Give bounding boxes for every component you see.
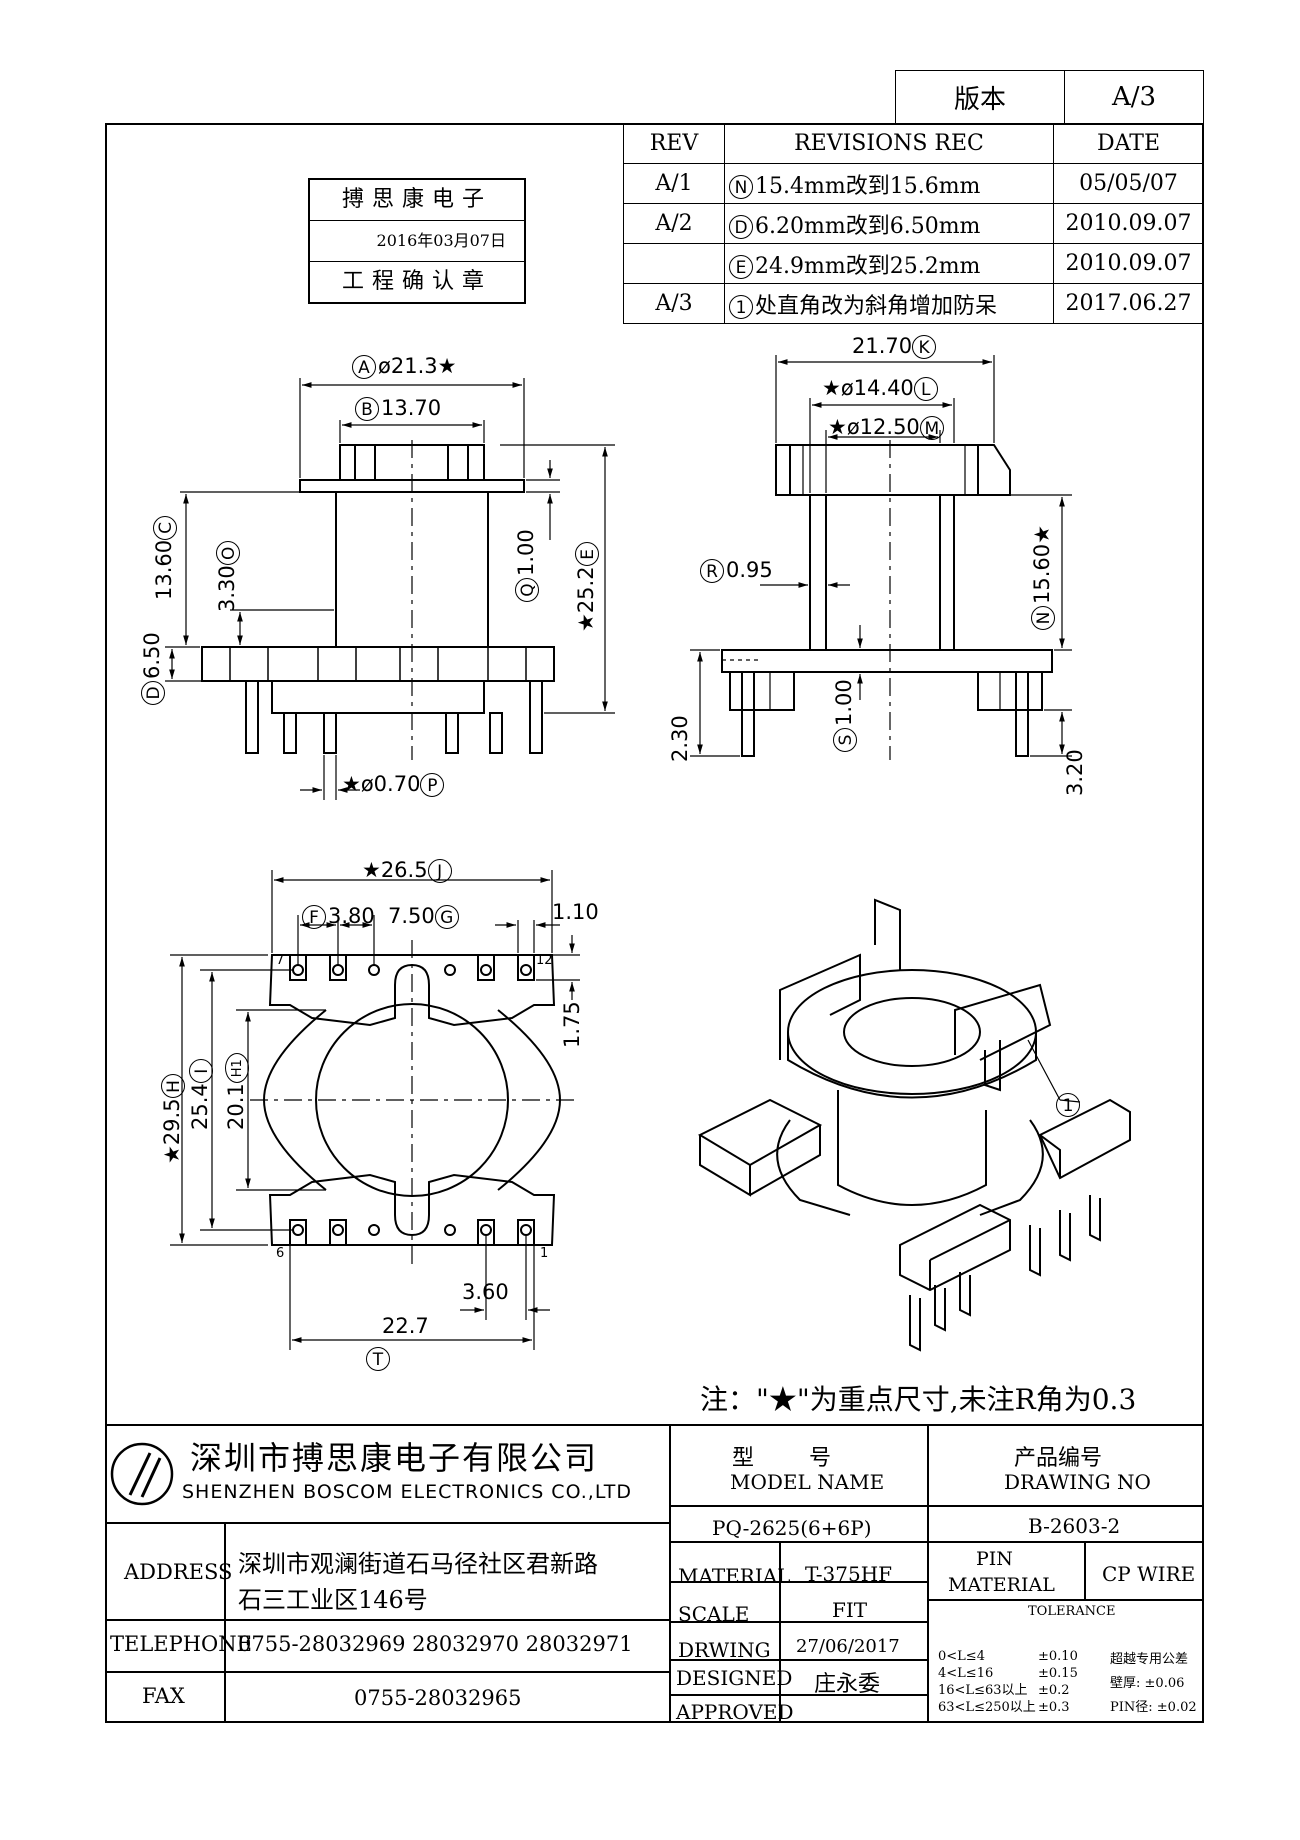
address-line-1: 深圳市观澜街道石马径社区君新路 (238, 1550, 598, 1578)
revisions-rec-header: REVISIONS REC (724, 123, 1054, 164)
dim-t-value: 22.7 (382, 1314, 429, 1338)
designed-value: 庄永委 (814, 1672, 881, 1697)
address-line-2: 石三工业区146号 (238, 1586, 428, 1614)
engineering-stamp: 搏思康电子 2016年03月07日 工程确认章 (308, 178, 526, 304)
model-cn: 型 号 (732, 1446, 855, 1471)
date-header: DATE (1053, 123, 1204, 164)
circle-mark: 1 (729, 294, 753, 319)
approved-label: APPROVED (676, 1700, 794, 1724)
dim-110: 1.10 (552, 900, 599, 924)
callout-1: 1 (1056, 1092, 1082, 1117)
tolerance-table: 0<L≤4±0.10 4<L≤16±0.15 16<L≤63以上±0.2 63<… (938, 1648, 1078, 1716)
dim-360: 3.60 (462, 1280, 509, 1304)
material-label: MATERIAL (678, 1564, 791, 1588)
drawing-no-cn: 产品编号 (1014, 1446, 1103, 1471)
drawing-date-value: 27/06/2017 (796, 1636, 900, 1657)
designed-label: DESIGNED (676, 1666, 793, 1690)
bottom-view (170, 870, 580, 1350)
pin-material-value: CP WIRE (1102, 1562, 1196, 1586)
tolerance-row: 63<L≤250以上±0.3 (938, 1700, 1070, 1715)
rev-cell: A/2 (623, 203, 725, 244)
dim-t: T (366, 1346, 392, 1371)
rev-cell: A/3 (623, 283, 725, 324)
version-table: 版本 A/3 (895, 70, 1204, 124)
pin-1: 1 (540, 1246, 549, 1261)
version-value: A/3 (1064, 70, 1204, 124)
circle-mark: N (729, 174, 753, 199)
circle-mark: D (729, 214, 753, 239)
rev-date: 2017.06.27 (1053, 283, 1204, 324)
company-name-en: SHENZHEN BOSCOM ELECTRONICS CO.,LTD (182, 1481, 633, 1503)
rev-date: 2010.09.07 (1053, 203, 1204, 244)
drawing-no-value: B-2603-2 (1028, 1514, 1121, 1538)
rev-text: 6.20mm改到6.50mm (755, 213, 981, 239)
tolerance-extra-row: PIN径: ±0.02 (1110, 1700, 1197, 1715)
tolerance-row: 4<L≤16±0.15 (938, 1666, 1078, 1681)
isometric-view (697, 898, 1131, 1352)
telephone-value: 0755-28032969 28032970 28032971 (238, 1632, 633, 1656)
address-label: ADDRESS (124, 1560, 233, 1584)
pin-7: 7 (276, 953, 285, 968)
drawing-date-label: DRWING (678, 1638, 771, 1662)
tolerance-row: 16<L≤63以上±0.2 (938, 1683, 1070, 1698)
version-label: 版本 (895, 70, 1065, 124)
rev-text: 15.4mm改到15.6mm (755, 173, 981, 199)
tolerance-extra-row: 超越专用公差 (1110, 1652, 1189, 1667)
tolerance-row: 0<L≤4±0.10 (938, 1649, 1078, 1664)
stamp-label: 工程确认章 (341, 269, 492, 294)
model-en: MODEL NAME (730, 1470, 885, 1494)
tolerance-extra: 超越专用公差 壁厚: ±0.06 PIN径: ±0.02 (1110, 1648, 1197, 1720)
pin-12: 12 (536, 953, 553, 968)
company-name-cn: 深圳市搏思康电子有限公司 (190, 1439, 599, 1477)
side-view (690, 355, 1072, 760)
fax-value: 0755-28032965 (354, 1686, 522, 1710)
rev-date: 05/05/07 (1053, 163, 1204, 204)
pin-material-label-2: MATERIAL (948, 1574, 1055, 1596)
rev-date: 2010.09.07 (1053, 243, 1204, 284)
fax-label: FAX (142, 1684, 185, 1708)
model-value: PQ-2625(6+6P) (712, 1516, 872, 1540)
drawing-note: 注："★"为重点尺寸,未注R角为0.3 (700, 1383, 1137, 1416)
stamp-company: 搏思康电子 (310, 180, 524, 221)
stamp-date: 2016年03月07日 (310, 221, 524, 262)
material-value: T-375HF (805, 1562, 893, 1586)
telephone-label: TELEPHONE (110, 1632, 252, 1656)
rev-text: 24.9mm改到25.2mm (755, 253, 981, 279)
circle-mark: E (729, 254, 753, 279)
rev-header: REV (623, 123, 725, 164)
front-view (165, 378, 615, 800)
scale-label: SCALE (678, 1602, 750, 1626)
tolerance-label: TOLERANCE (1028, 1604, 1116, 1619)
pin-material-label-1: PIN (976, 1548, 1013, 1570)
pin-6: 6 (276, 1246, 285, 1261)
scale-value: FIT (832, 1598, 868, 1622)
drawing-no-en: DRAWING NO (1004, 1470, 1151, 1494)
tolerance-extra-row: 壁厚: ±0.06 (1110, 1676, 1185, 1691)
rev-text: 处直角改为斜角增加防呆 (755, 293, 998, 319)
revisions-header: REV REVISIONS REC DATE (623, 123, 1204, 164)
